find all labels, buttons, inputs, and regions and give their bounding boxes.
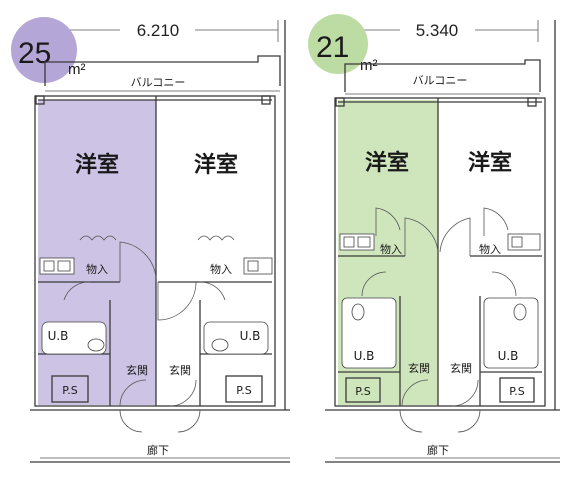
entry-label-21b: 玄関 [450, 361, 472, 375]
ps-label-25a: P.S [62, 384, 77, 397]
closet-doors-25 [79, 235, 235, 241]
plan-21: 5.340 21 m² バルコニー [308, 14, 560, 463]
plan-25: 6.210 25 m² バルコニー [11, 17, 290, 463]
door-swings-25 [63, 241, 226, 433]
kitchen-fixtures-25 [39, 257, 273, 275]
area-badge-21: 21 m² [308, 14, 378, 74]
toilet-icon [351, 303, 365, 321]
toilet-icon [211, 338, 229, 352]
badge-number-21: 21 [316, 31, 349, 64]
room-label-21a: 洋室 [365, 150, 409, 176]
bath-label-25b: U.B [240, 329, 261, 343]
kitchen-fixtures-21 [339, 233, 541, 251]
toilet-icon [87, 338, 105, 352]
ps-box-25a [51, 375, 89, 403]
walls-25 [30, 20, 290, 463]
balcony-label-21: バルコニー [413, 74, 468, 87]
entry-label-25b: 玄関 [169, 363, 191, 377]
bath-label-21b: U.B [498, 349, 519, 363]
entry-label-25a: 玄関 [126, 363, 148, 377]
badge-unit-25: m² [68, 61, 86, 78]
storage-label-25a: 物入 [86, 262, 108, 276]
storage-label-21b: 物入 [479, 242, 501, 256]
highlight-area-25 [38, 100, 156, 405]
dimension-label-25: 6.210 [137, 21, 180, 40]
ps-label-21a: P.S [355, 385, 370, 398]
storage-label-21a: 物入 [380, 242, 402, 256]
door-swings-21 [361, 207, 517, 433]
dimension-label-21: 5.340 [416, 21, 459, 40]
badge-circle-25 [11, 17, 77, 83]
area-badge-25: 25 m² [11, 17, 86, 83]
dimension-21: 5.340 [344, 20, 539, 42]
room-label-21b: 洋室 [468, 150, 512, 176]
badge-circle-21 [308, 14, 368, 74]
balcony-21: バルコニー [344, 59, 541, 95]
entry-label-21a: 玄関 [408, 361, 430, 375]
ps-label-25b: P.S [236, 384, 251, 397]
ps-label-21b: P.S [509, 385, 524, 398]
room-label-25b: 洋室 [194, 152, 238, 178]
bath-label-25a: U.B [48, 329, 69, 343]
badge-unit-21: m² [360, 57, 378, 74]
balcony-label-25: バルコニー [131, 76, 186, 89]
room-label-25a: 洋室 [75, 152, 119, 178]
balcony-25: バルコニー [44, 55, 281, 92]
bath-units-21 [341, 297, 539, 369]
ps-box-21b [499, 377, 535, 403]
ps-box-25b [225, 375, 263, 403]
badge-number-25: 25 [18, 37, 51, 70]
corridor-label-21: 廊下 [427, 443, 449, 457]
toilet-icon [513, 303, 527, 321]
storage-label-25b: 物入 [210, 262, 232, 276]
bath-units-25 [41, 321, 269, 355]
corridor-label-25: 廊下 [147, 443, 169, 457]
ps-box-21a [345, 377, 381, 403]
bath-label-21a: U.B [354, 349, 375, 363]
